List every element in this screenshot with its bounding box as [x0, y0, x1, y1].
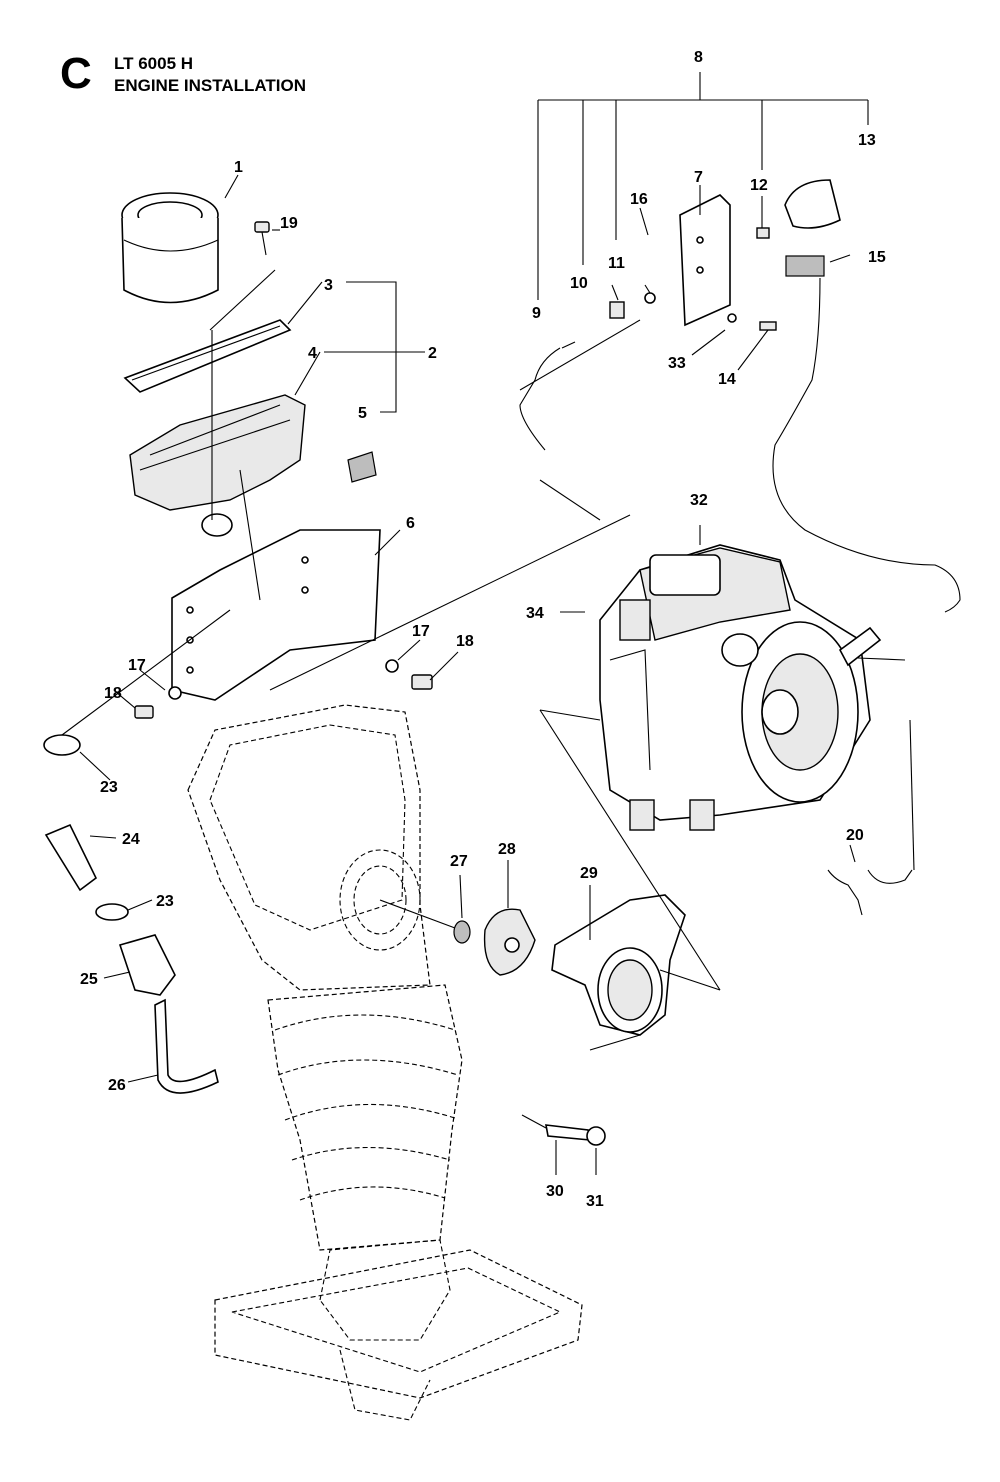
callout-6: 6: [406, 515, 415, 532]
callout-32: 32: [690, 492, 708, 509]
callout-7: 7: [694, 169, 703, 186]
clutch-assembly: [453, 894, 686, 1146]
engine: [599, 544, 882, 831]
callout-18a: 18: [456, 633, 474, 650]
ground-wire: [827, 719, 915, 916]
callout-labels: 1 2 3 4 5 6 7 8 9 10 11 12 13 14 15 16 1…: [80, 49, 886, 1210]
callout-16: 16: [630, 191, 648, 208]
callout-4: 4: [308, 345, 317, 362]
page-title: ENGINE INSTALLATION: [114, 76, 307, 95]
callout-1: 1: [234, 159, 243, 176]
callout-25: 25: [80, 971, 98, 988]
callout-27: 27: [450, 853, 468, 870]
callout-31: 31: [586, 1193, 604, 1210]
callout-10: 10: [570, 275, 588, 292]
callout-19: 19: [280, 215, 298, 232]
rammer-body-outline: [187, 704, 583, 1421]
callout-13: 13: [858, 132, 876, 149]
callout-33: 33: [668, 355, 686, 372]
callout-11: 11: [608, 255, 625, 272]
callout-30: 30: [546, 1183, 564, 1200]
throttle-control-assembly: [519, 179, 961, 613]
callout-9: 9: [532, 305, 541, 322]
callout-28: 28: [498, 841, 516, 858]
callout-23b: 23: [156, 893, 174, 910]
callout-14: 14: [718, 371, 736, 388]
section-letter: C: [60, 49, 92, 98]
intake-hose-chain: [43, 734, 219, 1094]
callout-15: 15: [868, 249, 886, 266]
callout-18b: 18: [104, 685, 122, 702]
diagram-header: C LT 6005 H ENGINE INSTALLATION: [60, 52, 460, 112]
callout-12: 12: [750, 177, 768, 194]
air-filter-assembly: [121, 192, 433, 719]
callout-34: 34: [526, 605, 544, 622]
leader-lines: [61, 72, 906, 1175]
callout-8: 8: [694, 49, 703, 66]
callout-5: 5: [358, 405, 367, 422]
callout-17a: 17: [412, 623, 430, 640]
callout-23a: 23: [100, 779, 118, 796]
callout-24: 24: [122, 831, 140, 848]
callout-29: 29: [580, 865, 598, 882]
callout-26: 26: [108, 1077, 126, 1094]
callout-3: 3: [324, 277, 333, 294]
model-code: LT 6005 H: [114, 54, 194, 73]
callout-17b: 17: [128, 657, 146, 674]
callout-20: 20: [846, 827, 864, 844]
callout-2: 2: [428, 345, 437, 362]
